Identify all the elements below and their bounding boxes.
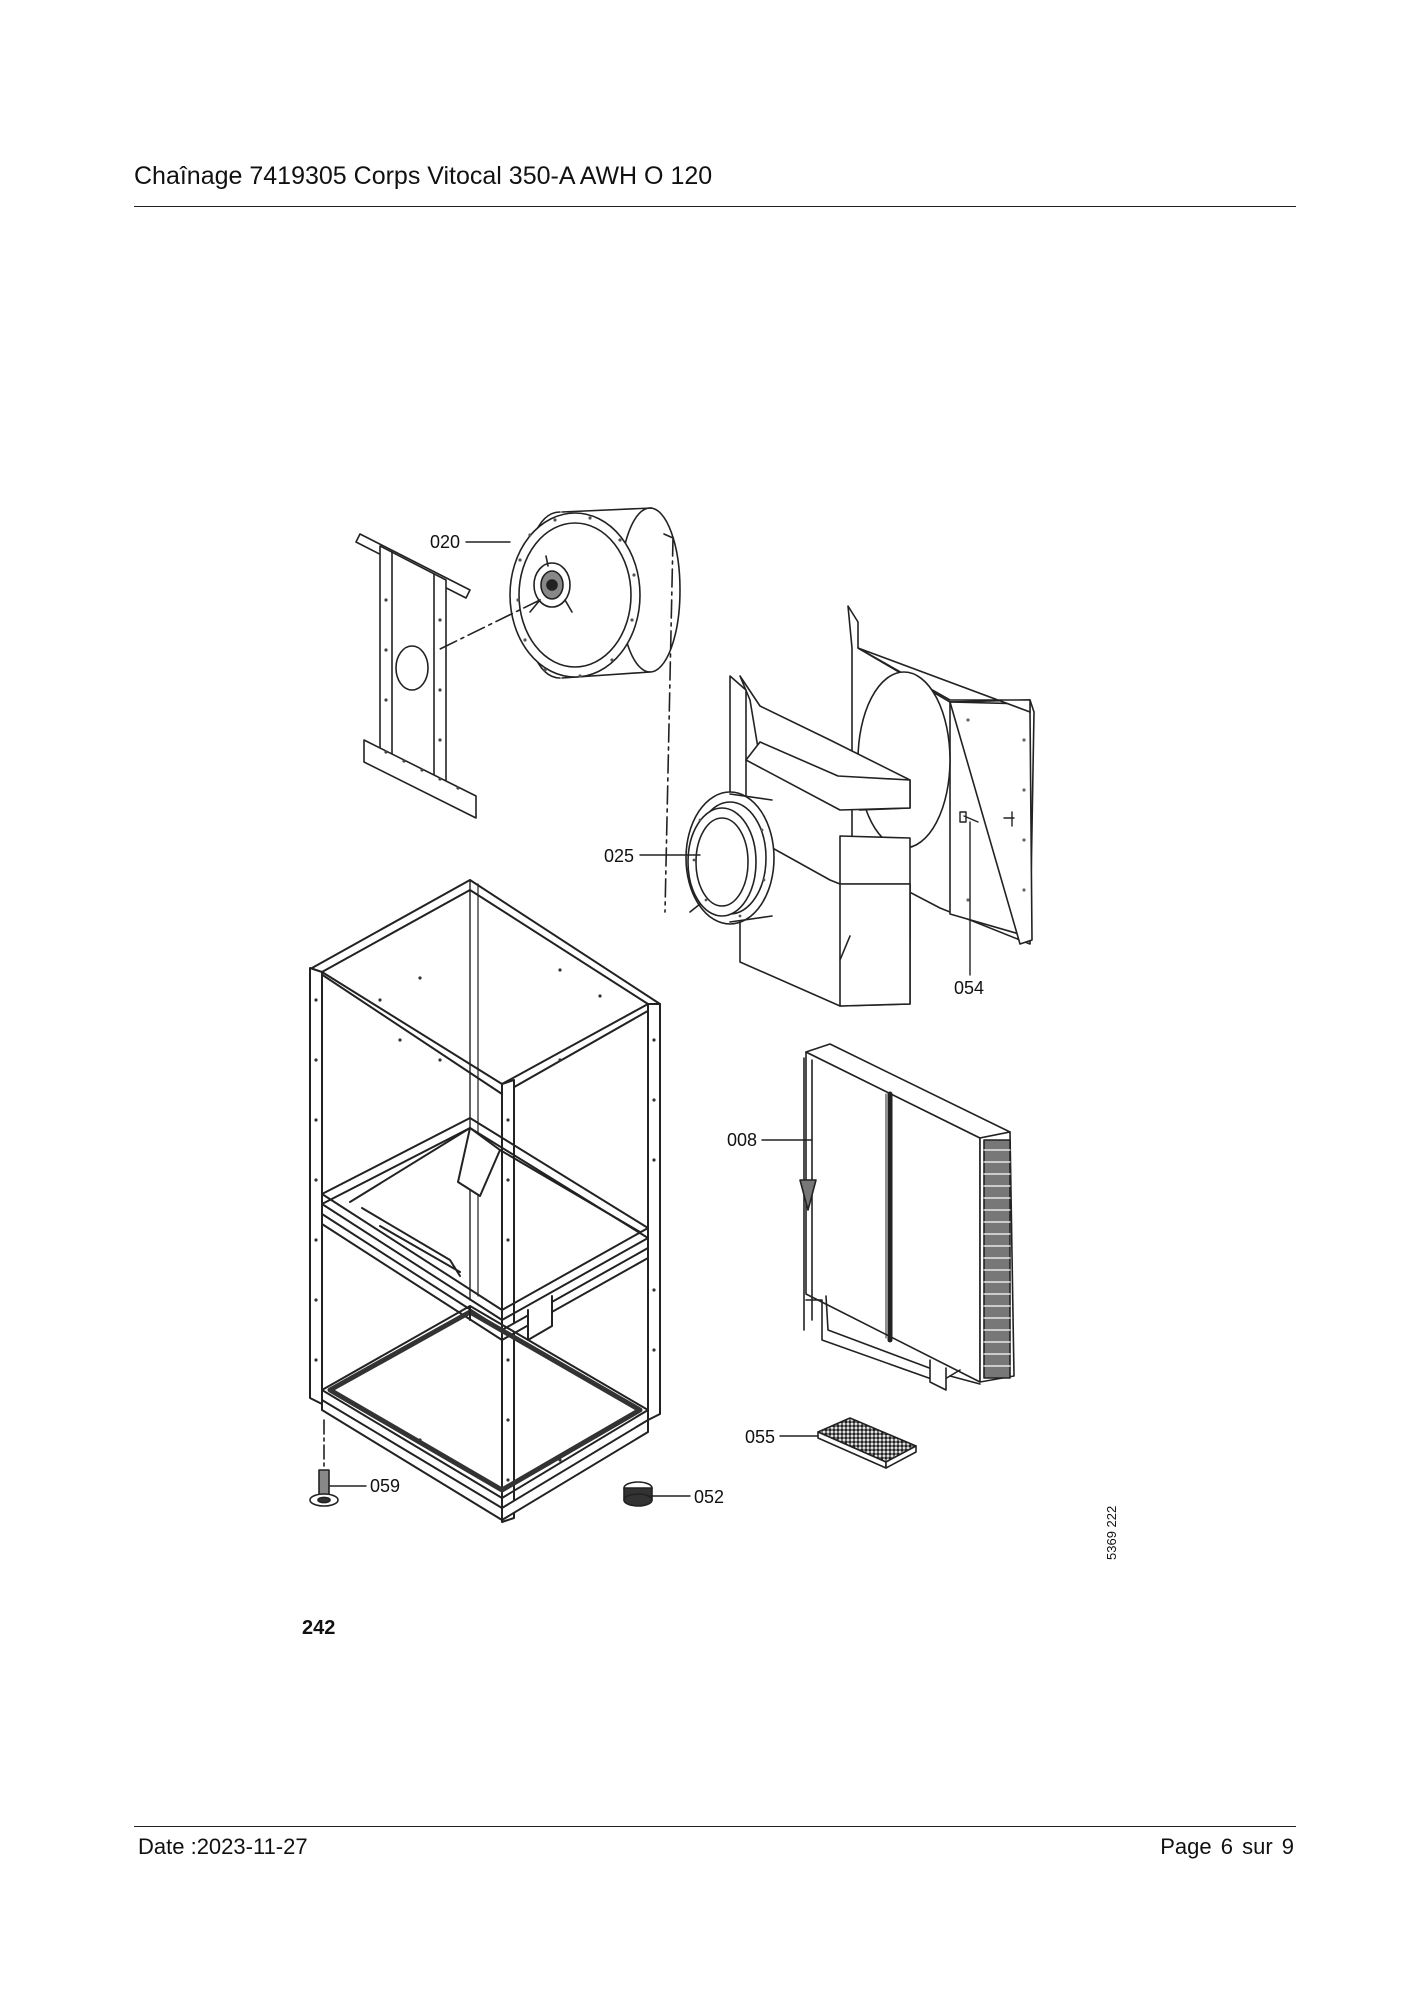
adjustable-foot — [309, 1419, 339, 1507]
callout-054: 054 — [954, 978, 984, 998]
page-title: Chaînage 7419305 Corps Vitocal 350-A AWH… — [134, 162, 713, 190]
vibration-damper — [623, 1481, 653, 1507]
air-duct-casing — [729, 605, 1035, 1007]
callout-059: 059 — [370, 1476, 400, 1496]
fan-nozzle-ring — [685, 791, 775, 925]
callout-055: 055 — [745, 1427, 775, 1447]
drawing-reference-number: 5369 222 — [1104, 1505, 1119, 1560]
callout-020: 020 — [430, 532, 460, 552]
fan-mounting-plate — [355, 533, 477, 819]
callout-025: 025 — [604, 846, 634, 866]
callout-leaders — [329, 541, 971, 1497]
footer-date: Date :2023-11-27 — [138, 1834, 308, 1859]
page-number: Page 6 sur 9 — [1160, 1834, 1294, 1859]
base-frame — [309, 879, 661, 1523]
callout-008: 008 — [727, 1130, 757, 1150]
figure-number: 242 — [302, 1617, 336, 1639]
footer-divider — [134, 1826, 1296, 1827]
header-divider — [134, 206, 1296, 207]
radial-fan — [509, 507, 681, 679]
filter-pad — [817, 1417, 917, 1469]
callout-052: 052 — [694, 1487, 724, 1507]
heat-exchanger — [799, 1043, 1015, 1391]
